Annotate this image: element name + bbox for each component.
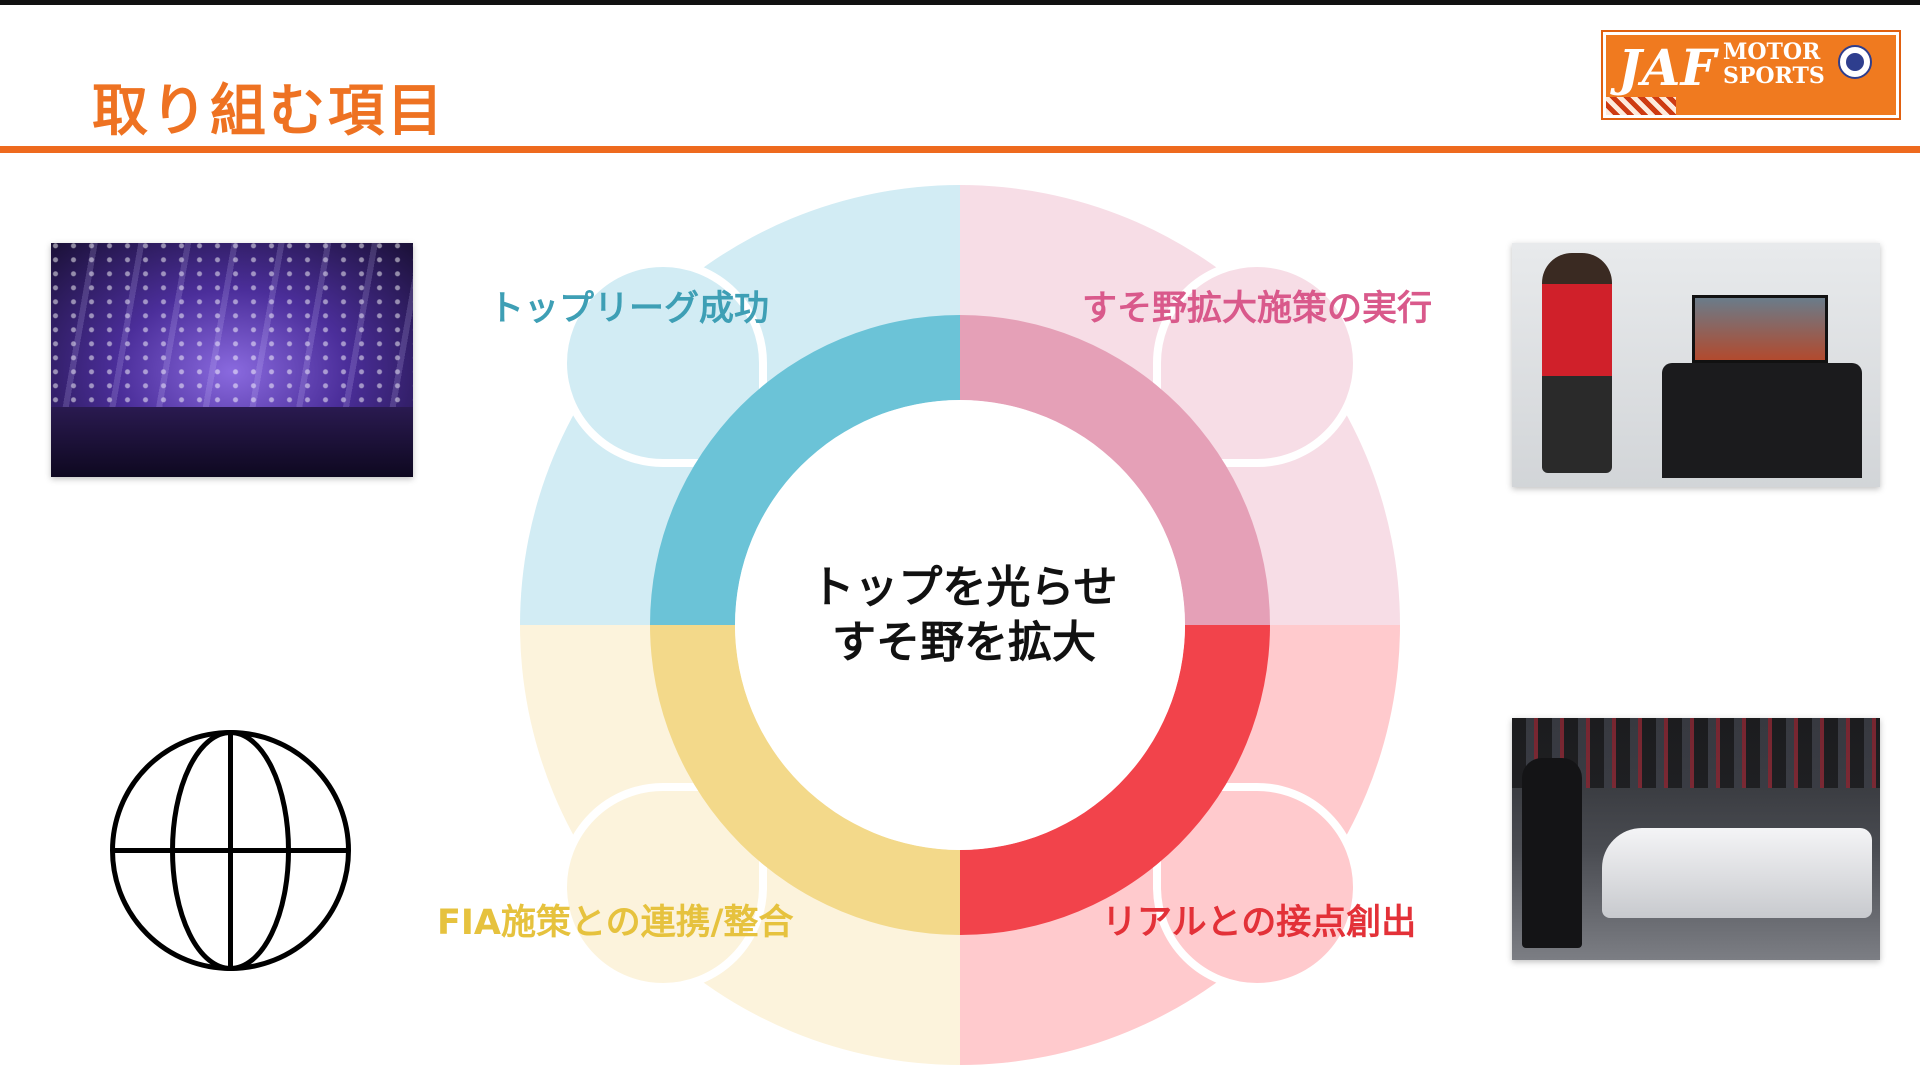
center-text-line-1: トップを光らせ xyxy=(810,562,1118,613)
quadrant-label-top-league: トップリーグ成功 xyxy=(489,289,770,329)
title-underline xyxy=(0,146,1920,153)
ring-segment-teal xyxy=(650,315,960,625)
ring-segment-yellow xyxy=(650,625,960,935)
quadrant-label-fia: FIA施策との連携/整合 xyxy=(437,903,794,943)
sim-screen xyxy=(1692,295,1828,363)
pit-crew-member xyxy=(1522,758,1582,948)
sim-rig xyxy=(1662,363,1862,478)
center-text-line-2: すそ野を拡大 xyxy=(832,617,1096,668)
inner-ring xyxy=(650,315,1270,935)
logo-motor-text: MOTOR xyxy=(1723,39,1821,65)
bubble-top-right xyxy=(1153,259,1361,467)
bubble-top-left xyxy=(559,259,767,467)
bubble-bottom-left xyxy=(559,783,767,991)
checkered-flag-graphic xyxy=(1606,97,1676,115)
bubble-bottom-right xyxy=(1153,783,1361,991)
center-text: トップを光らせ すそ野を拡大 xyxy=(764,560,1164,670)
globe-icon xyxy=(110,730,351,971)
top-border xyxy=(0,0,1920,5)
corner-bubbles xyxy=(559,259,1361,991)
quadrant-label-real-contact: リアルとの接点創出 xyxy=(1102,903,1417,943)
stage-floor xyxy=(51,407,413,477)
center-circle xyxy=(735,400,1185,850)
ring-segment-pink xyxy=(960,315,1270,625)
spectator-figure xyxy=(1542,253,1612,473)
page-title: 取り組む項目 xyxy=(92,79,446,144)
pit-stop-photo xyxy=(1512,718,1880,960)
race-car xyxy=(1602,828,1872,918)
ring-segment-red xyxy=(960,625,1270,935)
sim-racing-photo xyxy=(1512,243,1880,487)
quadrant-label-grassroots: すそ野拡大施策の実行 xyxy=(1082,289,1433,329)
stage-photo xyxy=(51,243,413,477)
jaf-motorsports-logo: JAF MOTOR SPORTS xyxy=(1603,32,1899,118)
jaf-emblem-icon xyxy=(1838,45,1872,79)
cycle-diagram xyxy=(520,185,1400,1065)
logo-jaf-text: JAF xyxy=(1618,38,1716,97)
logo-sports-text: SPORTS xyxy=(1723,63,1825,89)
